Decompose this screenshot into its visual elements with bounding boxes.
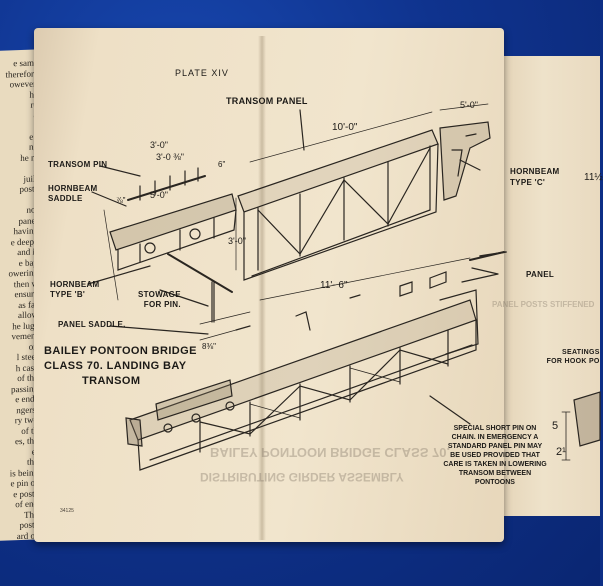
note-line-6: TRANSOM BETWEEN <box>458 470 532 477</box>
plate-number: PLATE XIV <box>175 68 229 78</box>
label-hornbeam-saddle-1: HORNBEAM <box>48 184 98 193</box>
plate-title-line-1: BAILEY PONTOON BRIDGE <box>44 345 197 357</box>
special-pin-note: SPECIAL SHORT PIN ON CHAIN. IN EMERGENCY… <box>436 424 554 487</box>
note-line-4: BE USED PROVIDED THAT <box>450 452 540 459</box>
label-transom-pin: TRANSOM PIN <box>48 160 108 169</box>
label-panel-saddle: PANEL SADDLE. <box>58 320 126 329</box>
label-stowage-1: STOWAGE <box>138 290 181 299</box>
label-hornbeam-saddle: HORNBEAM SADDLE <box>48 184 98 204</box>
dim-3-0-top: 3'-0" <box>150 140 168 150</box>
label-hornbeam-b: HORNBEAM TYPE 'B' <box>50 280 100 300</box>
dim-5-0-left: 5'-0" <box>150 190 168 200</box>
note-line-2: CHAIN. IN EMERGENCY A <box>451 434 539 441</box>
dim-10-0: 10'-0" <box>332 122 358 133</box>
label-seatings-1: SEATINGS <box>562 349 600 356</box>
dim-11-half: 11½ <box>584 172 603 183</box>
dim-2: 2¹ <box>556 446 566 458</box>
label-stowage-2: FOR PIN. <box>143 300 181 309</box>
dim-11-6: 11'- 6" <box>320 280 348 291</box>
dim-3-0-side: 3'-0" <box>228 236 246 246</box>
label-hornbeam-b-2: TYPE 'B' <box>50 290 86 299</box>
label-hornbeam-b-1: HORNBEAM <box>50 280 100 289</box>
dim-8-8: 8⅜" <box>202 342 216 351</box>
label-hornbeam-c-2: TYPE 'C' <box>510 178 546 187</box>
label-seatings: SEATINGS FOR HOOK PO <box>547 348 600 366</box>
dim-7-8: ⅞" <box>116 196 126 205</box>
footer-code: 34125 <box>60 508 74 514</box>
right-page <box>486 56 600 516</box>
dim-3-0-mid: 3'-0 ⅜" <box>156 152 184 162</box>
label-stowage: STOWAGE FOR PIN. <box>138 290 181 310</box>
label-transom-panel: TRANSOM PANEL <box>226 96 308 106</box>
note-line-5: CARE IS TAKEN IN LOWERING <box>443 461 547 468</box>
label-panel: PANEL <box>526 270 555 279</box>
ghost-text-right: PANEL POSTS STIFFENED <box>492 300 595 309</box>
label-seatings-2: FOR HOOK PO <box>546 358 600 365</box>
dim-5-0-right: 5'-0" <box>460 100 478 110</box>
note-line-1: SPECIAL SHORT PIN ON <box>453 425 537 432</box>
label-hornbeam-c: HORNBEAM TYPE 'C' <box>510 166 560 188</box>
plate-title-line-2: CLASS 70. LANDING BAY <box>44 360 187 372</box>
page-fold <box>258 36 266 540</box>
plate-title: BAILEY PONTOON BRIDGE CLASS 70. LANDING … <box>44 344 197 389</box>
dim-6: 6" <box>218 160 226 169</box>
note-line-7: PONTOONS <box>475 479 515 486</box>
dim-5: 5 <box>552 420 559 432</box>
note-line-3: STANDARD PANEL PIN MAY <box>447 443 543 450</box>
label-hornbeam-c-1: HORNBEAM <box>510 167 560 176</box>
plate-title-line-3: TRANSOM <box>82 375 141 387</box>
label-hornbeam-saddle-2: SADDLE <box>48 194 83 203</box>
